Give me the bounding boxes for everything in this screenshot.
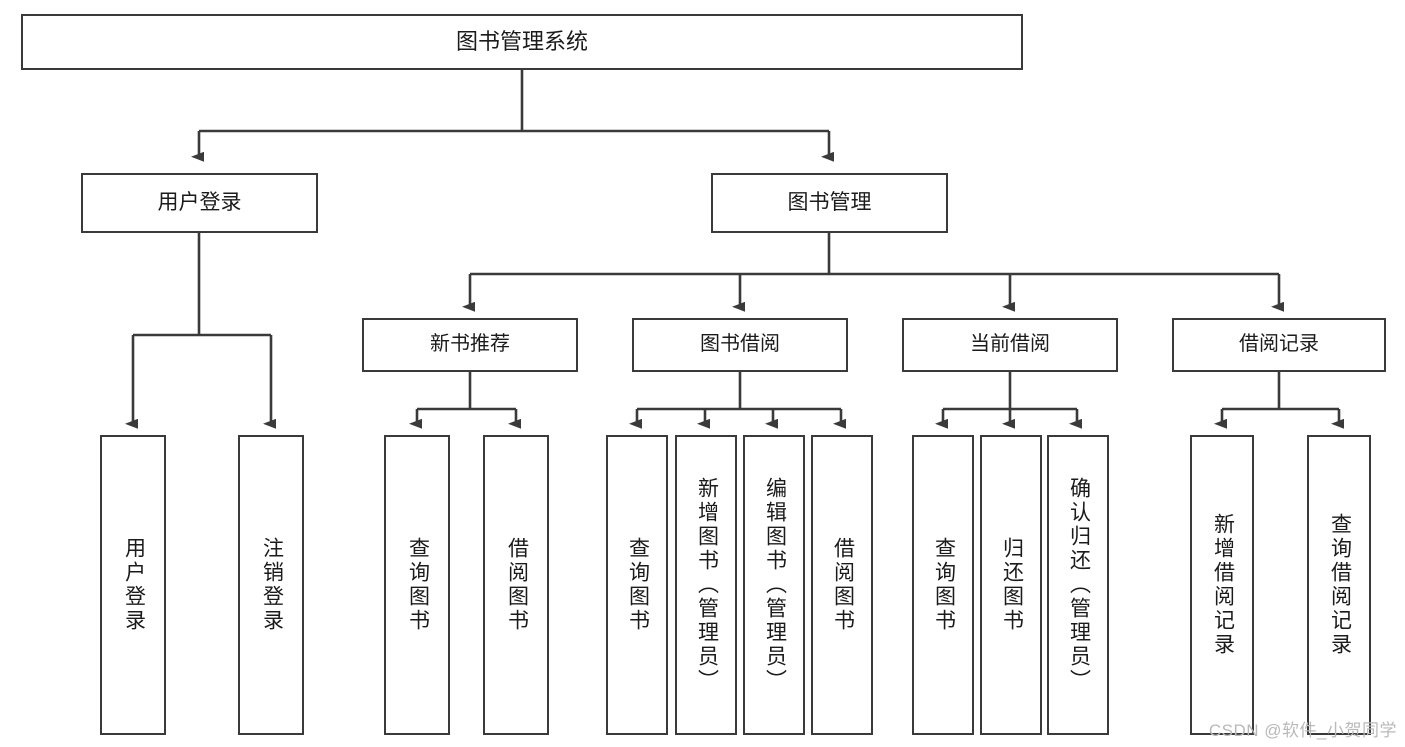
node-book-management-label: 图书管理 xyxy=(787,190,872,214)
leaf-borrow-book-1-label: 借阅图书 xyxy=(505,537,529,633)
leaf-edit-book[interactable]: 编辑图书（管理员） xyxy=(743,435,805,735)
node-book-management[interactable]: 图书管理 xyxy=(711,173,948,233)
node-root[interactable]: 图书管理系统 xyxy=(21,14,1023,70)
leaf-return-book[interactable]: 归还图书 xyxy=(980,435,1042,735)
node-user-login-label: 用户登录 xyxy=(157,190,242,214)
leaf-query-record[interactable]: 查询借阅记录 xyxy=(1307,435,1371,735)
leaf-borrow-book-2[interactable]: 借阅图书 xyxy=(811,435,873,735)
node-borrow-record[interactable]: 借阅记录 xyxy=(1172,318,1386,372)
leaf-confirm-return-label: 确认归还（管理员） xyxy=(1067,477,1091,693)
watermark: CSDN @软件_小贺同学 xyxy=(1208,721,1397,740)
leaf-add-book-label: 新增图书（管理员） xyxy=(695,477,719,693)
leaf-query-book-2[interactable]: 查询图书 xyxy=(606,435,668,735)
node-new-book-recommend-label: 新书推荐 xyxy=(430,333,510,356)
node-user-login[interactable]: 用户登录 xyxy=(81,173,318,233)
leaf-query-book-3[interactable]: 查询图书 xyxy=(912,435,974,735)
leaf-query-book-2-label: 查询图书 xyxy=(626,537,650,633)
node-book-borrow-label: 图书借阅 xyxy=(700,333,780,356)
leaf-user-logout-label: 注销登录 xyxy=(260,537,284,633)
leaf-return-book-label: 归还图书 xyxy=(1000,537,1024,633)
leaf-add-record-label: 新增借阅记录 xyxy=(1211,513,1235,657)
leaf-query-book-3-label: 查询图书 xyxy=(932,537,956,633)
leaf-borrow-book-2-label: 借阅图书 xyxy=(831,537,855,633)
node-root-label: 图书管理系统 xyxy=(455,28,588,54)
leaf-edit-book-label: 编辑图书（管理员） xyxy=(763,477,787,693)
leaf-query-book-1-label: 查询图书 xyxy=(406,537,430,633)
leaf-user-login[interactable]: 用户登录 xyxy=(100,435,166,735)
leaf-user-logout[interactable]: 注销登录 xyxy=(238,435,304,735)
node-borrow-record-label: 借阅记录 xyxy=(1239,333,1319,356)
leaf-borrow-book-1[interactable]: 借阅图书 xyxy=(483,435,549,735)
leaf-query-book-1[interactable]: 查询图书 xyxy=(384,435,450,735)
leaf-add-book[interactable]: 新增图书（管理员） xyxy=(675,435,737,735)
leaf-add-record[interactable]: 新增借阅记录 xyxy=(1190,435,1254,735)
leaf-confirm-return[interactable]: 确认归还（管理员） xyxy=(1047,435,1109,735)
node-new-book-recommend[interactable]: 新书推荐 xyxy=(362,318,578,372)
node-book-borrow[interactable]: 图书借阅 xyxy=(632,318,848,372)
leaf-user-login-label: 用户登录 xyxy=(122,537,146,633)
node-current-borrow[interactable]: 当前借阅 xyxy=(902,318,1118,372)
node-current-borrow-label: 当前借阅 xyxy=(970,333,1050,356)
leaf-query-record-label: 查询借阅记录 xyxy=(1328,513,1352,657)
